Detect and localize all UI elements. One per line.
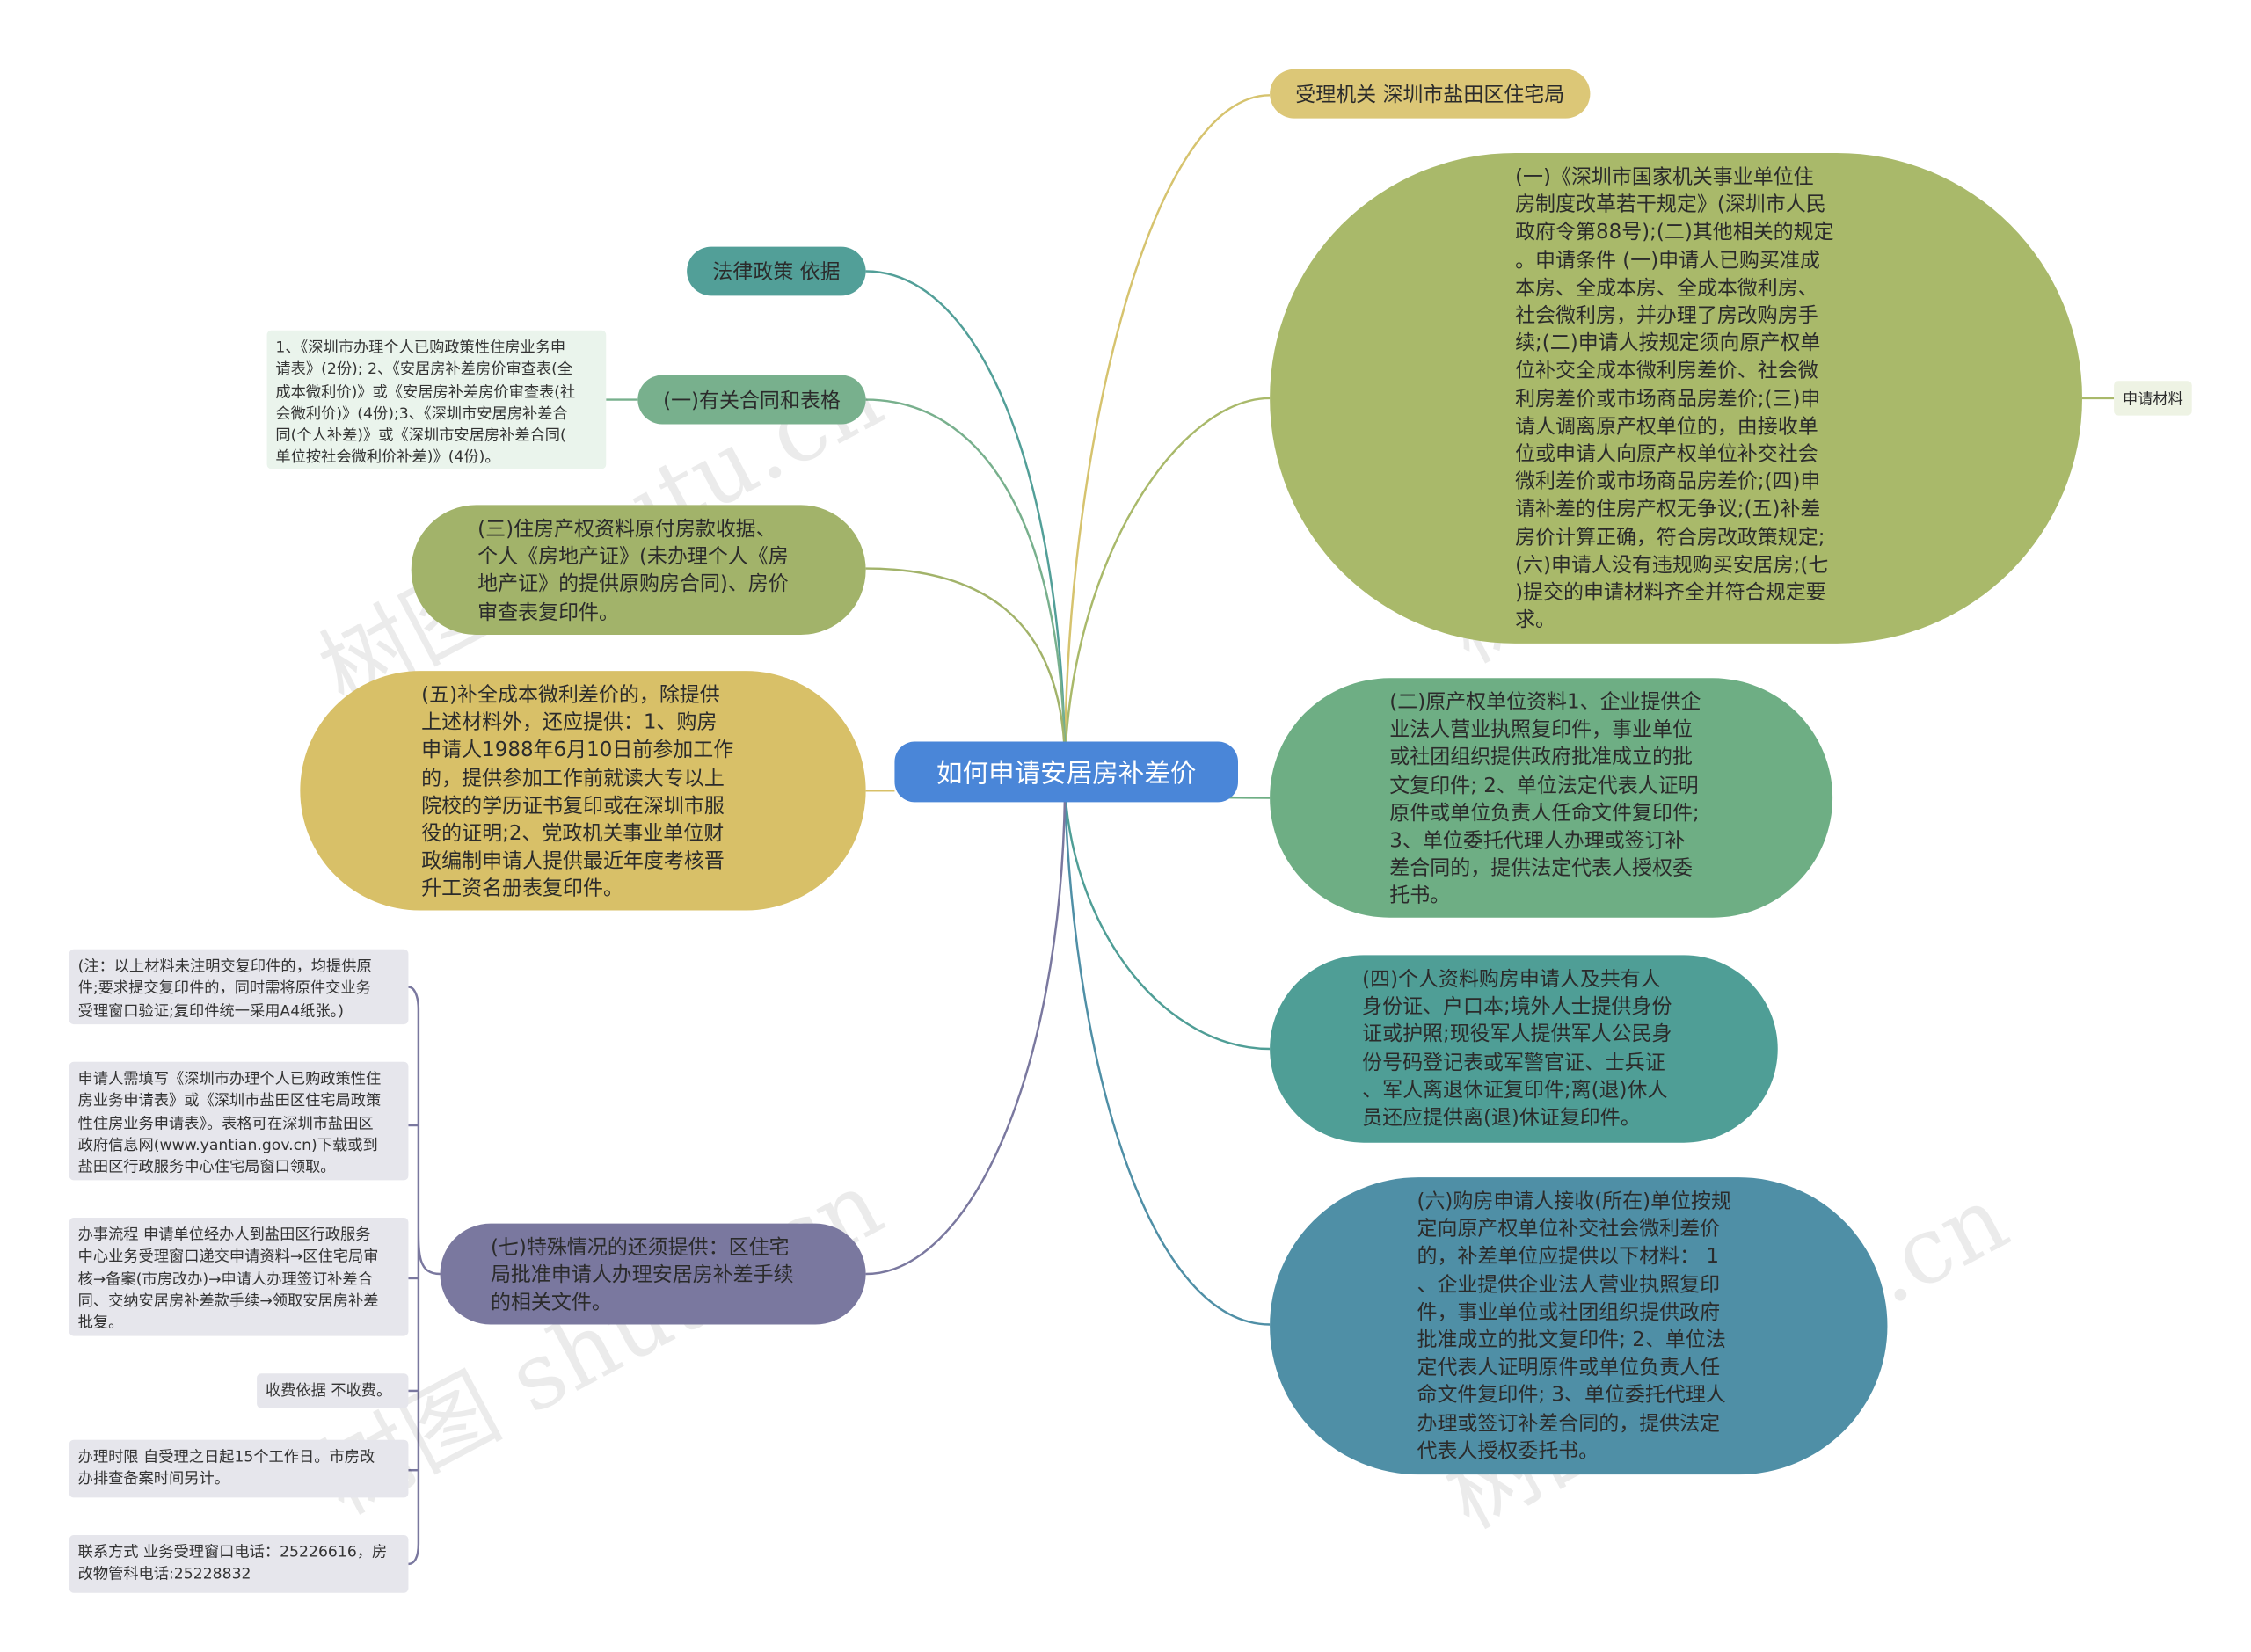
personal-node[interactable]: (四)个人资料购房申请人及共有人 身份证、户口本;境外人士提供身份 证或护照;现…	[1270, 955, 1778, 1143]
six-node[interactable]: (六)购房申请人接收(所在)单位按规 定向原产权单位补交社会微利差价 的，补差单…	[1270, 1177, 1888, 1475]
note-item[interactable]: 联系方式 业务受理窗口电话：25226616，房 改物管科电话:25228832	[69, 1535, 409, 1593]
link-contracts	[865, 398, 1067, 758]
contracts-label: (一)有关合同和表格	[663, 389, 841, 413]
note-item[interactable]: 申请人需填写《深圳市办理个人已购政策性住 房业务申请表》或《深圳市盐田区住宅局政…	[69, 1061, 409, 1181]
link-materials	[1063, 397, 1271, 758]
note-text: 办事流程 申请单位经办人到盐田区行政服务 中心业务受理窗口递交申请资料→区住宅局…	[77, 1226, 379, 1332]
seven-text: (七)特殊情况的还须提供：区住宅 局批准申请人办理安居房补差手续 的相关文件。	[490, 1236, 794, 1315]
central-topic[interactable]: 如何申请安居房补差价	[894, 741, 1239, 803]
note-text: (注：以上材料未注明交复印件的，均提供原 件;要求提交复印件的，同时需将原件交业…	[77, 957, 372, 1020]
property-node[interactable]: (三)住房产权资料原付房款收据、 个人《房地产证》(未办理个人《房 地产证》的提…	[411, 505, 866, 636]
seven-node[interactable]: (七)特殊情况的还须提供：区住宅 局批准申请人办理安居房补差手续 的相关文件。	[440, 1223, 866, 1325]
note-text: 办理时限 自受理之日起15个工作日。市房改 办排查备案时间另计。	[77, 1448, 375, 1488]
acceptor-node[interactable]: 受理机关 深圳市盐田区住宅局	[1270, 69, 1591, 119]
materials-text: (一)《深圳市国家机关事业单位住 房制度改革若干规定》(深圳市人民 政府令第88…	[1515, 165, 1834, 633]
personal-text: (四)个人资料购房申请人及共有人 身份证、户口本;境外人士提供身份 证或护照;现…	[1362, 968, 1672, 1130]
five-text: (五)补全成本微利差价的，除提供 上述材料外，还应提供：1、购房 申请人1988…	[421, 683, 734, 901]
note-text: 收费依据 不收费。	[265, 1382, 392, 1400]
note-item[interactable]: 办事流程 申请单位经办人到盐田区行政服务 中心业务受理窗口递交申请资料→区住宅局…	[69, 1218, 409, 1336]
contracts-detail-text: 1、《深圳市办理个人已购政策性住房业务申 请表》(2份); 2、《安居房补差房价…	[275, 338, 576, 467]
materials-tag-label: 申请材料	[2122, 389, 2183, 408]
five-node[interactable]: (五)补全成本微利差价的，除提供 上述材料外，还应提供：1、购房 申请人1988…	[300, 671, 866, 911]
note-item[interactable]: 办理时限 自受理之日起15个工作日。市房改 办排查备案时间另计。	[69, 1439, 409, 1498]
link-property	[865, 567, 1067, 758]
legal-label: 法律政策 依据	[712, 261, 841, 285]
link-acceptor	[1063, 94, 1271, 758]
link-personal	[1063, 790, 1271, 1051]
materials-node[interactable]: (一)《深圳市国家机关事业单位住 房制度改革若干规定》(深圳市人民 政府令第88…	[1270, 152, 2083, 644]
contracts-node[interactable]: (一)有关合同和表格	[637, 375, 866, 425]
link-seven	[865, 793, 1067, 1276]
six-text: (六)购房申请人接收(所在)单位按规 定向原产权单位补交社会微利差价 的，补差单…	[1417, 1190, 1732, 1463]
original-unit-text: (二)原产权单位资料1、企业提供企 业法人营业执照复印件，事业单位 或社团组织提…	[1389, 691, 1701, 908]
legal-node[interactable]: 法律政策 依据	[687, 246, 866, 296]
link-notes-bracket	[408, 986, 441, 1566]
materials-tag[interactable]: 申请材料	[2114, 381, 2192, 416]
original-unit-node[interactable]: (二)原产权单位资料1、企业提供企 业法人营业执照复印件，事业单位 或社团组织提…	[1270, 678, 1833, 918]
central-topic-label: 如何申请安居房补差价	[936, 759, 1197, 790]
link-legal	[865, 270, 1067, 758]
contracts-detail[interactable]: 1、《深圳市办理个人已购政策性住房业务申 请表》(2份); 2、《安居房补差房价…	[266, 330, 607, 469]
note-item[interactable]: (注：以上材料未注明交复印件的，均提供原 件;要求提交复印件的，同时需将原件交业…	[69, 949, 409, 1025]
property-text: (三)住房产权资料原付房款收据、 个人《房地产证》(未办理个人《房 地产证》的提…	[477, 518, 789, 624]
note-item[interactable]: 收费依据 不收费。	[257, 1373, 409, 1408]
note-text: 联系方式 业务受理窗口电话：25226616，房 改物管科电话:25228832	[77, 1543, 388, 1583]
link-six	[1063, 793, 1271, 1326]
acceptor-label: 受理机关 深圳市盐田区住宅局	[1295, 84, 1565, 107]
note-text: 申请人需填写《深圳市办理个人已购政策性住 房业务申请表》或《深圳市盐田区住宅局政…	[77, 1070, 382, 1176]
